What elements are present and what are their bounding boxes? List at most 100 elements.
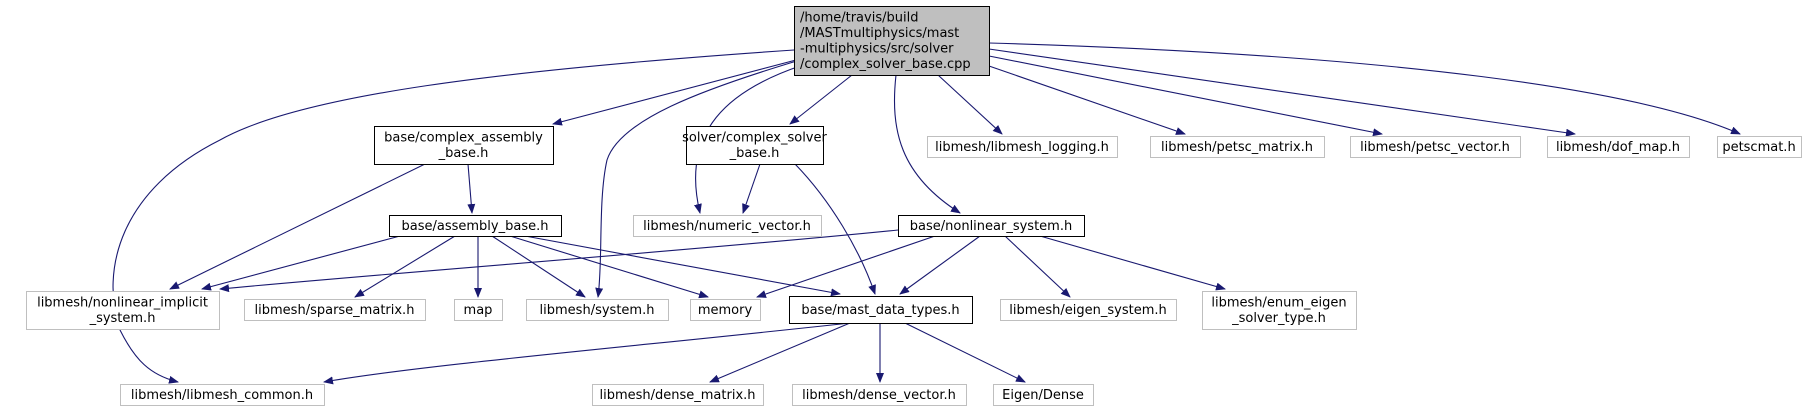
- edge-root-to-petsc-matrix: [988, 65, 1186, 135]
- node-libmesh-common: libmesh/libmesh_common.h: [120, 384, 325, 406]
- node-complex-solver-base-h[interactable]: solver/complex_solver_base.h: [682, 126, 828, 165]
- node-eigen-system: libmesh/eigen_system.h: [1000, 299, 1177, 321]
- node-label-line: solver/complex_solver: [682, 131, 827, 146]
- nodes: /home/travis/build/MASTmultiphysics/mast…: [26, 6, 1802, 406]
- edge-root-to-system: [595, 59, 801, 298]
- node-box: [794, 6, 990, 76]
- node-label-line: libmesh/petsc_vector.h: [1360, 140, 1510, 155]
- node-box: [1717, 136, 1802, 158]
- node-memory: memory: [690, 299, 761, 321]
- node-enum-eigen: libmesh/enum_eigen_solver_type.h: [1202, 291, 1357, 330]
- edge-mast-data-types-to-eigen-dense: [904, 322, 1026, 383]
- edge-root-to-complex-assembly-base: [552, 59, 797, 126]
- edge-nonlinear-system-to-eigen-system: [1004, 235, 1071, 298]
- node-label-line: libmesh/enum_eigen: [1211, 296, 1346, 311]
- edge-assembly-base-to-sparse-matrix: [354, 235, 456, 298]
- node-box: [927, 136, 1118, 158]
- node-label-line: libmesh/libmesh_common.h: [131, 388, 313, 403]
- node-box: [789, 296, 973, 324]
- node-label-line: _solver_type.h: [1231, 311, 1326, 326]
- node-label-line: libmesh/dof_map.h: [1556, 140, 1680, 155]
- node-system: libmesh/system.h: [526, 299, 669, 321]
- node-box: [792, 384, 967, 406]
- node-mast-data-types[interactable]: base/mast_data_types.h: [789, 296, 973, 324]
- node-petsc-vector: libmesh/petsc_vector.h: [1350, 136, 1521, 158]
- node-assembly-base[interactable]: base/assembly_base.h: [389, 215, 562, 237]
- node-dof-map: libmesh/dof_map.h: [1547, 136, 1690, 158]
- node-sparse-matrix: libmesh/sparse_matrix.h: [244, 299, 426, 321]
- node-nonlinear-system[interactable]: base/nonlinear_system.h: [898, 215, 1085, 237]
- node-petscmat: petscmat.h: [1717, 136, 1802, 158]
- edge-assembly-base-to-nonlinear-implicit: [201, 235, 401, 291]
- node-label-line: libmesh/numeric_vector.h: [643, 219, 811, 234]
- node-libmesh-logging: libmesh/libmesh_logging.h: [927, 136, 1118, 158]
- node-box: [244, 299, 426, 321]
- edge-nonlinear-system-to-memory: [756, 235, 936, 298]
- edge-root-to-nonlinear-system: [893, 74, 961, 214]
- node-box: [1202, 291, 1357, 330]
- edge-root-to-libmesh-common: [112, 49, 795, 384]
- edge-nonlinear-system-to-mast-data-types: [899, 235, 981, 295]
- node-label-line: -multiphysics/src/solver: [800, 42, 954, 57]
- node-label-line: _base.h: [438, 146, 489, 161]
- node-box: [374, 126, 554, 165]
- edge-root-to-complex-solver-base-h: [789, 74, 853, 125]
- edge-complex-assembly-base-to-assembly-base: [467, 163, 476, 214]
- edge-mast-data-types-to-libmesh-common: [323, 322, 851, 385]
- node-label-line: libmesh/dense_vector.h: [802, 388, 956, 403]
- node-box: [1350, 136, 1521, 158]
- node-box: [1150, 136, 1325, 158]
- node-numeric-vector: libmesh/numeric_vector.h: [633, 215, 822, 237]
- edge-root-to-dof-map: [988, 48, 1576, 137]
- node-box: [592, 384, 764, 406]
- node-box: [526, 299, 669, 321]
- node-map: map: [454, 299, 503, 321]
- edge-nonlinear-system-to-enum-eigen: [1039, 235, 1226, 291]
- edge-complex-solver-base-h-to-mast-data-types: [794, 163, 876, 295]
- node-label-line: libmesh/dense_matrix.h: [599, 388, 755, 403]
- node-petsc-matrix: libmesh/petsc_matrix.h: [1150, 136, 1325, 158]
- node-label-line: libmesh/system.h: [540, 303, 655, 318]
- node-label-line: /complex_solver_base.cpp: [800, 57, 971, 72]
- node-root[interactable]: /home/travis/build/MASTmultiphysics/mast…: [794, 6, 990, 76]
- node-box: [26, 291, 220, 330]
- edge-assembly-base-to-memory: [509, 235, 709, 299]
- node-label-line: _system.h: [89, 311, 156, 326]
- node-label-line: base/nonlinear_system.h: [910, 219, 1072, 234]
- edge-root-to-libmesh-logging: [937, 74, 1003, 135]
- node-box: [993, 384, 1094, 406]
- node-box: [898, 215, 1085, 237]
- node-label-line: base/complex_assembly: [384, 131, 543, 146]
- node-label-line: libmesh/sparse_matrix.h: [255, 303, 415, 318]
- node-box: [633, 215, 822, 237]
- node-dense-matrix: libmesh/dense_matrix.h: [592, 384, 764, 406]
- node-eigen-dense: Eigen/Dense: [993, 384, 1094, 406]
- node-complex-assembly-base[interactable]: base/complex_assembly_base.h: [374, 126, 554, 165]
- edge-nonlinear-system-to-nonlinear-implicit: [219, 229, 899, 293]
- node-box: [454, 299, 503, 321]
- node-label-line: /MASTmultiphysics/mast: [800, 26, 959, 41]
- node-label-line: libmesh/eigen_system.h: [1009, 303, 1167, 318]
- node-box: [1000, 299, 1177, 321]
- node-nonlinear-implicit: libmesh/nonlinear_implicit_system.h: [26, 291, 220, 330]
- node-label-line: libmesh/petsc_matrix.h: [1161, 140, 1313, 155]
- edge-assembly-base-to-system: [491, 235, 586, 298]
- edge-complex-solver-base-h-to-numeric-vector: [742, 163, 761, 214]
- edge-assembly-base-to-mast-data-types: [524, 235, 841, 297]
- node-label-line: libmesh/libmesh_logging.h: [935, 140, 1109, 155]
- node-label-line: Eigen/Dense: [1002, 388, 1084, 403]
- node-label-line: libmesh/nonlinear_implicit: [37, 296, 208, 311]
- edge-complex-assembly-base-to-nonlinear-implicit: [169, 163, 426, 290]
- node-label-line: memory: [698, 303, 753, 318]
- node-label-line: petscmat.h: [1722, 140, 1795, 155]
- node-label-line: base/mast_data_types.h: [801, 303, 959, 318]
- node-box: [690, 299, 761, 321]
- node-label-line: map: [464, 303, 493, 318]
- edges: [112, 42, 1741, 385]
- node-label-line: base/assembly_base.h: [402, 219, 549, 234]
- edge-root-to-petsc-vector: [988, 55, 1383, 137]
- node-box: [389, 215, 562, 237]
- node-label-line: /home/travis/build: [800, 11, 918, 26]
- node-label-line: _base.h: [729, 146, 780, 161]
